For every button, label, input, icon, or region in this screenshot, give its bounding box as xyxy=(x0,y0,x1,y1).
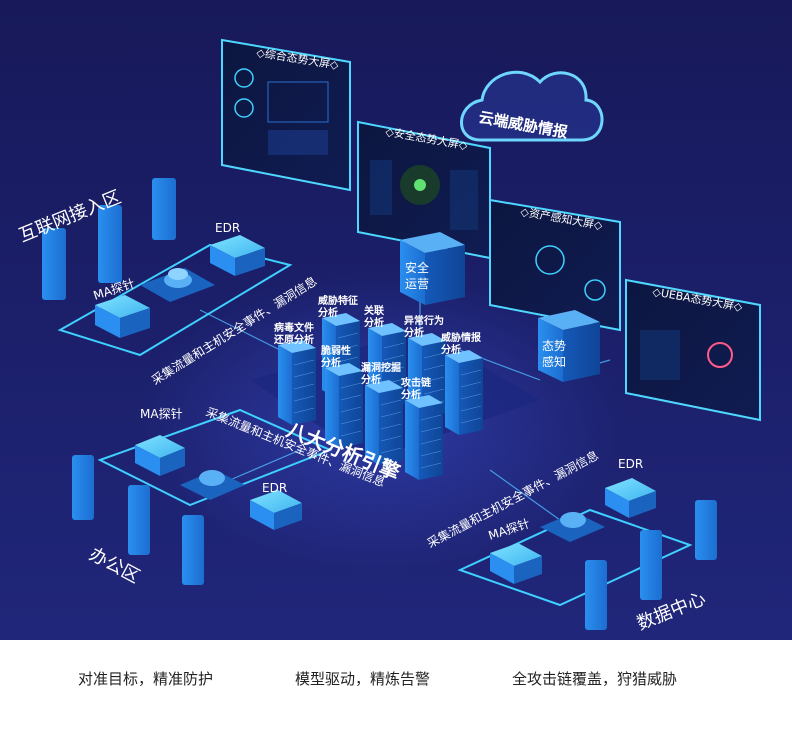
slogan-1: 对准目标，精准防护 xyxy=(78,670,214,688)
hub-device xyxy=(140,268,215,302)
engine-module-label: 分析 xyxy=(404,326,424,339)
server-label-line1: 态势 xyxy=(542,339,566,353)
ma-probe-device xyxy=(490,543,542,584)
engine-module-label: 漏洞挖掘 xyxy=(361,361,401,374)
edr-device xyxy=(250,490,302,530)
engine-module-label: 分析 xyxy=(361,373,381,386)
ma-label: MA探针 xyxy=(140,406,183,421)
edr-label: EDR xyxy=(618,457,643,471)
zone-pillars xyxy=(72,455,204,585)
cloud-icon: 云端威胁情报 xyxy=(460,70,604,142)
engine-module-label: 分析 xyxy=(401,388,421,401)
engine-module-label: 还原分析 xyxy=(273,333,314,346)
server-label-line1: 安全 xyxy=(405,260,429,275)
server-situation-awareness: 态势 感知 xyxy=(538,310,600,382)
slogan-3: 全攻击链覆盖，狩猎威胁 xyxy=(512,670,678,688)
engine-module-label: 分析 xyxy=(318,306,338,319)
engine-module-label: 攻击链 xyxy=(401,376,432,389)
engine-module-label: 脆弱性 xyxy=(320,344,351,357)
engine-servers: 病毒文件还原分析威胁特征分析关联分析异常行为分析威胁情报分析脆弱性分析漏洞挖掘分… xyxy=(273,294,483,480)
server-label-line2: 感知 xyxy=(542,354,566,369)
engine-module-label: 威胁情报 xyxy=(441,331,481,344)
ma-probe-device xyxy=(135,435,185,476)
screen-security: ◇安全态势大屏◇ xyxy=(357,120,491,260)
edr-label: EDR xyxy=(215,221,240,235)
engine-module-label: 病毒文件 xyxy=(274,321,314,334)
screen-comprehensive: ◇综合态势大屏◇ xyxy=(221,38,351,192)
server-label-line2: 运营 xyxy=(405,277,429,291)
hub-device xyxy=(180,470,245,500)
edr-device xyxy=(605,478,656,518)
engine-module-label: 分析 xyxy=(321,356,341,369)
dashboard-screens: ◇综合态势大屏◇ ◇安全态势大屏◇ ◇资产感知大屏◇ ◇UEBA态势大屏◇ xyxy=(221,38,761,422)
server-security-ops: 安全 运营 xyxy=(400,232,465,305)
engine-module-label: 异常行为 xyxy=(404,314,444,327)
architecture-diagram: ◇综合态势大屏◇ ◇安全态势大屏◇ ◇资产感知大屏◇ ◇UEBA态势大屏◇ 云端… xyxy=(0,0,792,640)
edr-label: EDR xyxy=(262,481,287,495)
engine-module-label: 威胁特征 xyxy=(318,294,358,307)
zone-pillars xyxy=(42,178,176,300)
engine-module-label: 分析 xyxy=(364,316,384,329)
hub-device xyxy=(540,512,605,542)
slogan-bar xyxy=(0,640,792,731)
engine-module-label: 关联 xyxy=(364,304,384,317)
zone-pillars xyxy=(585,500,717,630)
edr-device xyxy=(210,235,265,276)
slogan-2: 模型驱动，精炼告警 xyxy=(295,670,431,688)
engine-module-label: 分析 xyxy=(441,343,461,356)
ma-probe-device xyxy=(95,295,150,338)
